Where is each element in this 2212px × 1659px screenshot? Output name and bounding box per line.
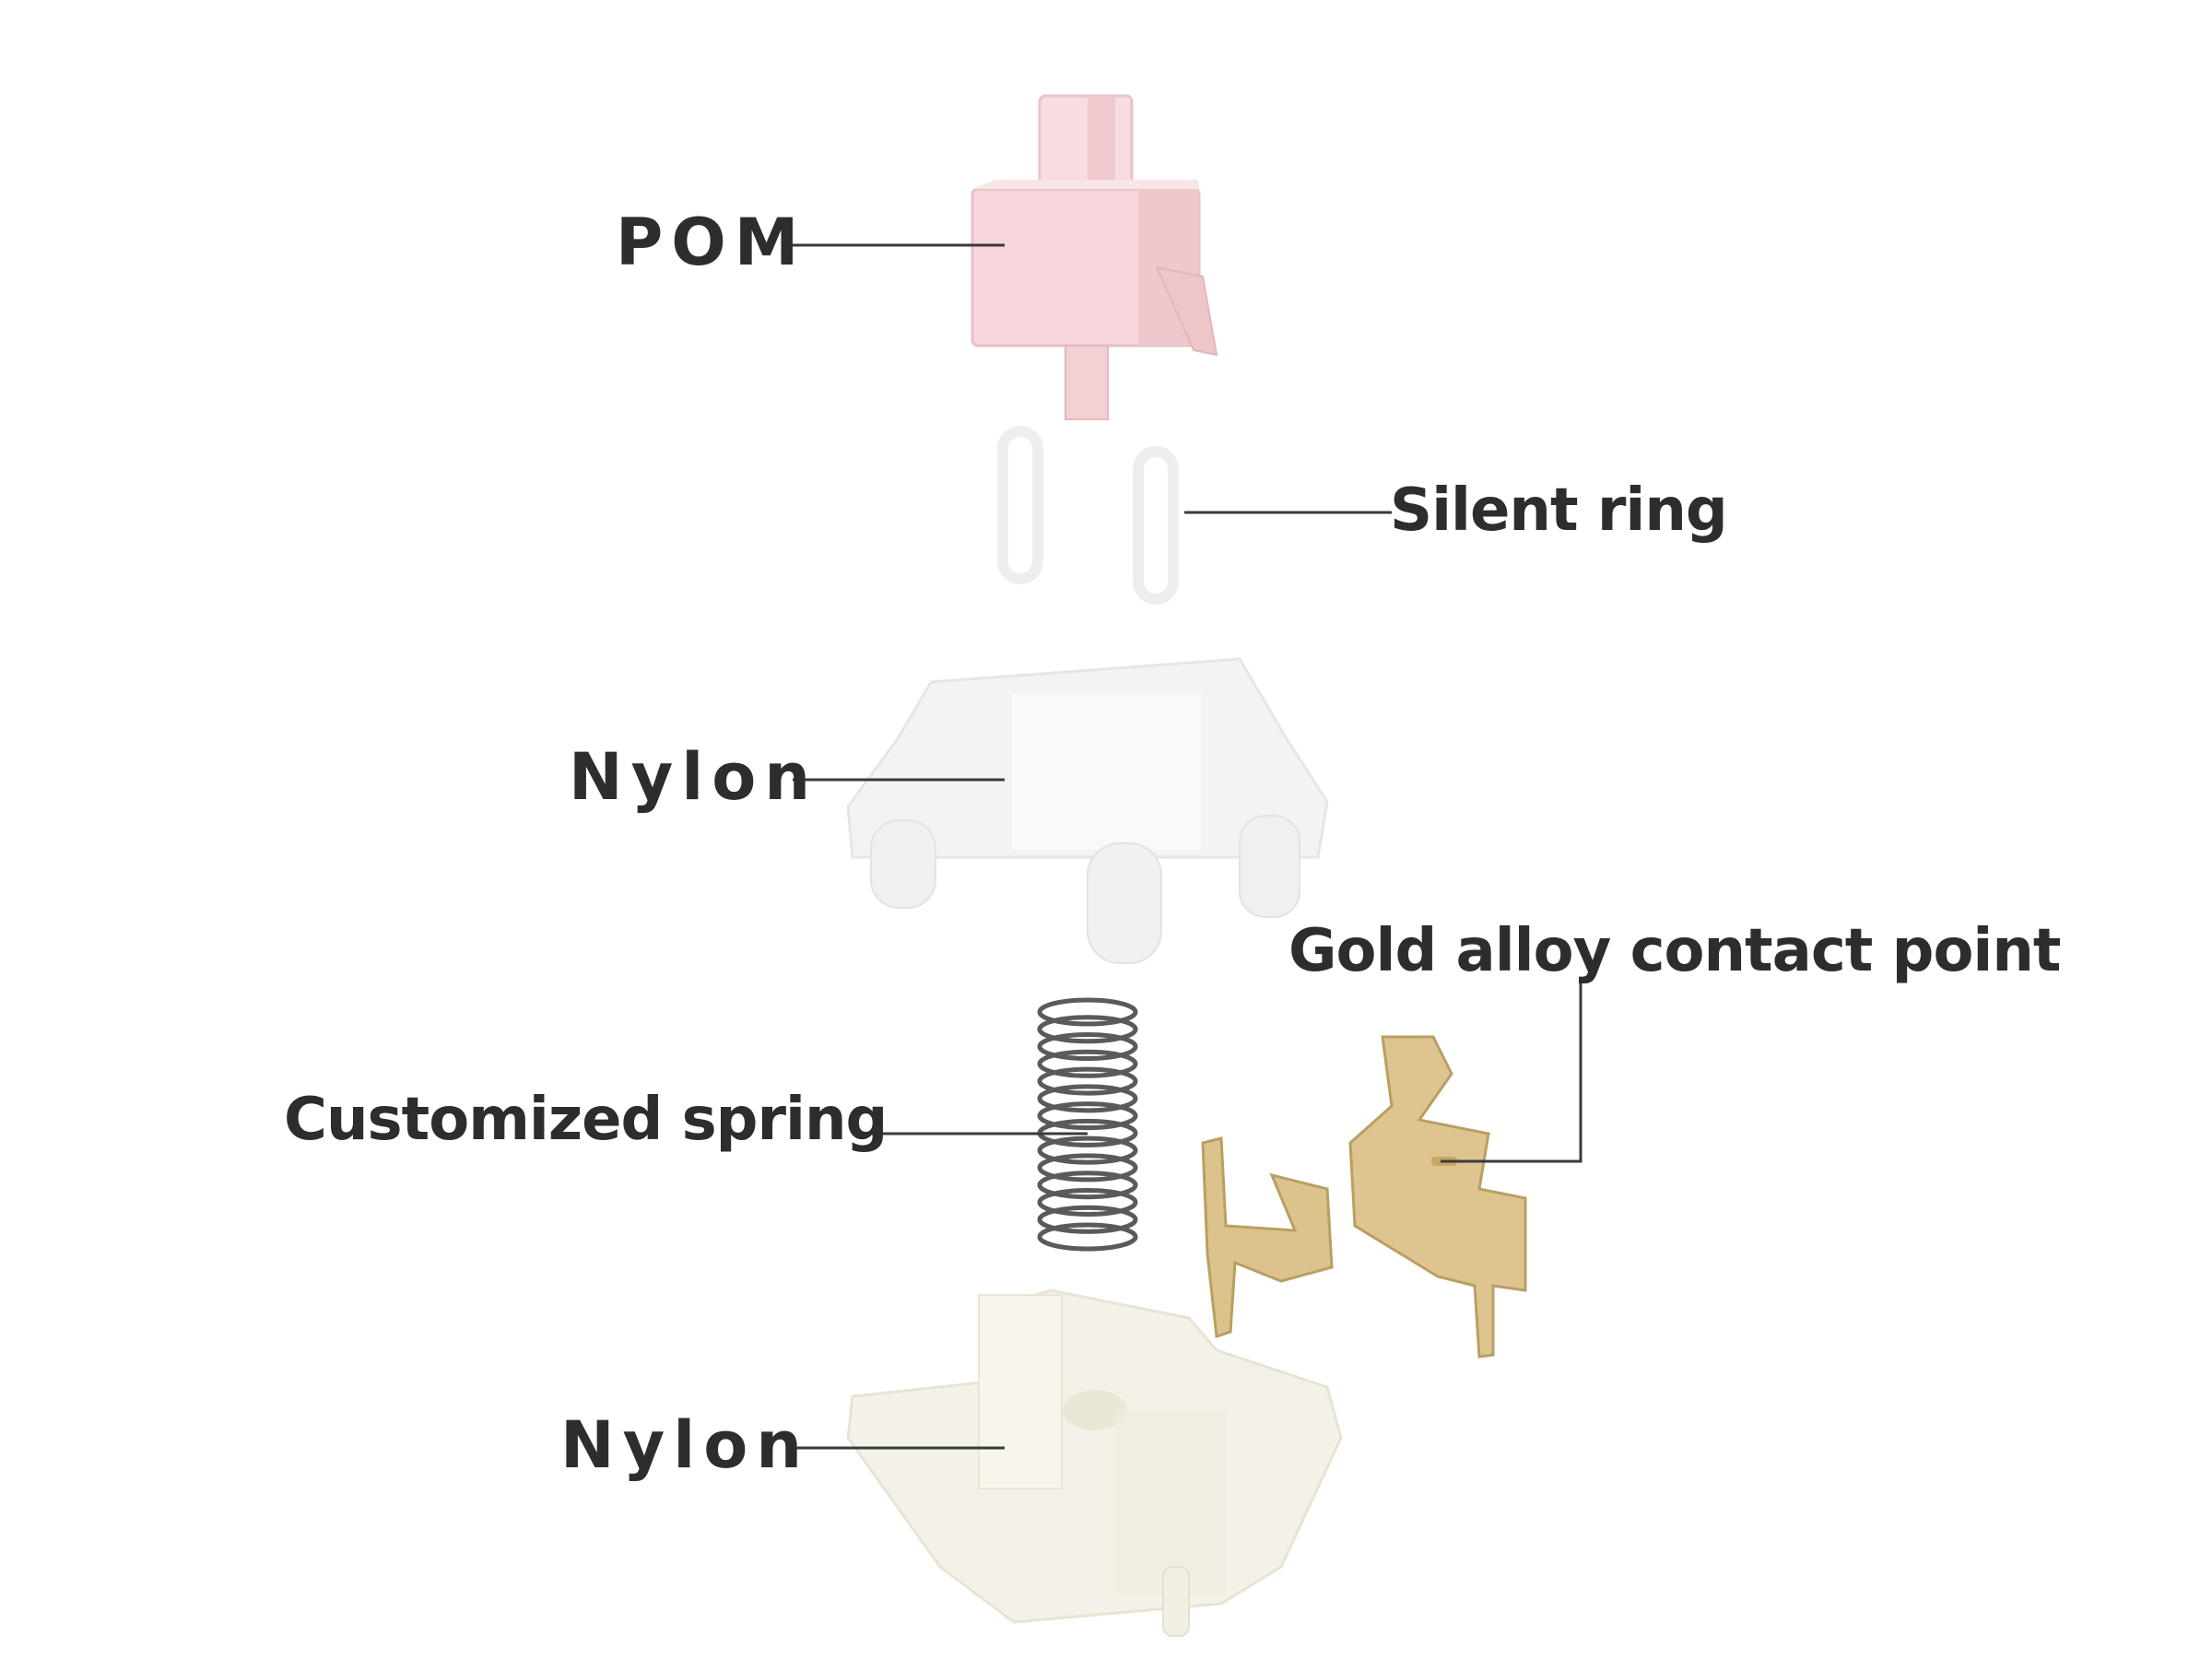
label-gold-contact: Gold alloy contact point bbox=[1288, 917, 2061, 985]
leader-contact bbox=[1441, 982, 1583, 1163]
spring-coil bbox=[1037, 1171, 1138, 1200]
bottom-housing bbox=[846, 1288, 1343, 1637]
gold-alloy-contacts bbox=[1201, 1035, 1527, 1359]
label-spring: Customized spring bbox=[284, 1086, 888, 1154]
spring-coil bbox=[1037, 1015, 1138, 1044]
label-silent-ring: Silent ring bbox=[1390, 477, 1728, 545]
silent-rings bbox=[997, 426, 1179, 605]
spring-coil bbox=[1037, 997, 1138, 1027]
spring-coil bbox=[1037, 1187, 1138, 1217]
top-housing bbox=[846, 657, 1329, 964]
customized-spring bbox=[1037, 997, 1138, 1252]
spring-coil bbox=[1037, 1084, 1138, 1113]
spring-coil bbox=[1037, 1101, 1138, 1131]
spring-coil bbox=[1037, 1135, 1138, 1165]
spring-coil bbox=[1037, 1032, 1138, 1062]
spring-coil bbox=[1037, 1222, 1138, 1252]
pom-stem bbox=[971, 94, 1218, 420]
label-bottom-nylon: Nylon bbox=[560, 1407, 811, 1483]
leader-lines bbox=[793, 243, 1583, 1450]
spring-coil bbox=[1037, 1205, 1138, 1234]
spring-coil bbox=[1037, 1153, 1138, 1182]
spring-coil bbox=[1037, 1049, 1138, 1078]
label-pom: POM bbox=[616, 205, 807, 280]
spring-coil bbox=[1037, 1066, 1138, 1096]
label-top-nylon: Nylon bbox=[569, 739, 819, 815]
